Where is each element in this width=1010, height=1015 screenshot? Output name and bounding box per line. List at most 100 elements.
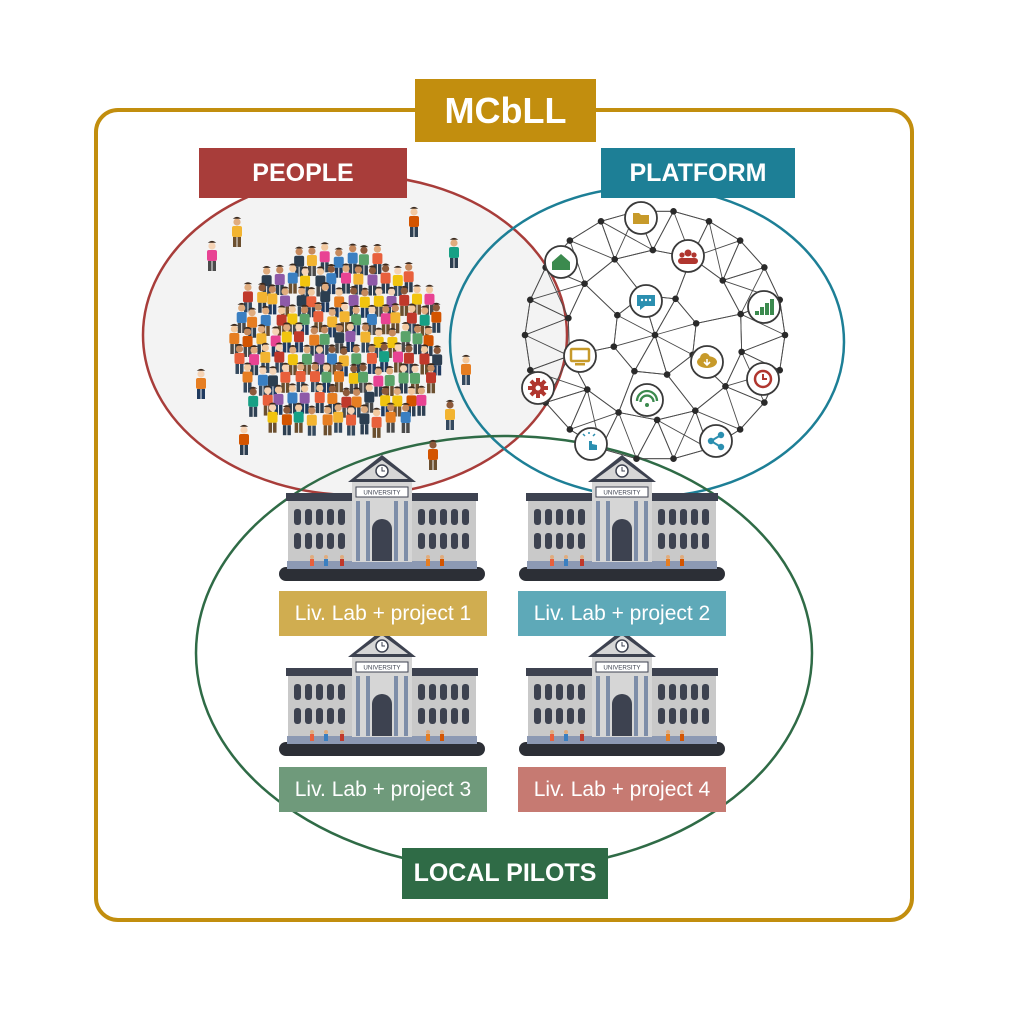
person-figure <box>334 323 345 354</box>
person-figure <box>287 383 298 414</box>
university-building: UNIVERSITY <box>519 455 725 581</box>
gear-icon <box>521 371 555 405</box>
person-figure <box>359 404 370 435</box>
person-figure <box>242 326 253 357</box>
people-label: PEOPLE <box>199 148 407 198</box>
platform-label: PLATFORM <box>601 148 795 198</box>
university-sign-text: UNIVERSITY <box>603 490 640 497</box>
group-icon <box>671 239 705 273</box>
person-figure <box>399 285 410 316</box>
person-figure <box>432 345 443 376</box>
person-figure <box>366 343 377 374</box>
person-figure <box>431 302 442 333</box>
person-figure <box>293 322 304 353</box>
person-figure <box>346 405 357 436</box>
people-crowd <box>196 206 471 470</box>
clock-icon <box>746 362 780 396</box>
folder-icon <box>624 201 658 235</box>
person-figure <box>260 342 271 373</box>
person-figure <box>351 387 362 418</box>
home-icon <box>544 245 578 279</box>
person-figure <box>306 405 317 436</box>
person-figure <box>322 405 333 436</box>
university-sign-text: UNIVERSITY <box>363 665 400 672</box>
person-figure <box>249 345 260 376</box>
person-figure <box>379 342 390 373</box>
person-figure <box>341 387 352 418</box>
person-figure <box>392 265 403 296</box>
person-figure <box>314 382 325 414</box>
person-figure <box>234 343 245 374</box>
person-figure <box>207 240 217 271</box>
frame-title: MCbLL <box>415 79 596 142</box>
person-figure <box>406 386 417 417</box>
person-figure <box>385 402 396 433</box>
person-figure <box>281 322 292 353</box>
person-figure <box>398 363 409 394</box>
person-figure <box>400 402 411 434</box>
chat-icon <box>629 284 663 318</box>
touch-icon <box>574 427 608 461</box>
university-building: UNIVERSITY <box>279 455 485 581</box>
university-building: UNIVERSITY <box>519 630 725 756</box>
project-1-label: Liv. Lab + project 1 <box>279 591 487 636</box>
person-figure <box>299 383 310 414</box>
person-figure <box>333 362 344 393</box>
project-4-label: Liv. Lab + project 4 <box>518 767 726 812</box>
person-figure <box>392 386 403 417</box>
person-figure <box>367 265 378 296</box>
person-figure <box>333 247 344 278</box>
person-figure <box>260 305 271 336</box>
cloud-download-icon <box>690 345 724 379</box>
person-figure <box>428 439 438 470</box>
person-figure <box>296 286 307 317</box>
person-figure <box>416 385 427 416</box>
platform-icons <box>521 201 781 461</box>
person-figure <box>340 263 351 294</box>
share-icon <box>699 424 733 458</box>
person-figure <box>358 362 369 393</box>
local-pilots-label: LOCAL PILOTS <box>402 848 608 899</box>
person-figure <box>236 302 247 334</box>
person-figure <box>387 327 398 358</box>
person-figure <box>426 363 437 394</box>
person-figure <box>280 362 291 393</box>
project-3-label: Liv. Lab + project 3 <box>279 767 487 812</box>
person-figure <box>299 304 310 335</box>
university-buildings: UNIVERSITY UNIVERSITY UNIVERSITY UNIVERSITY <box>279 455 725 756</box>
person-figure <box>351 305 362 336</box>
person-figure <box>196 368 206 399</box>
person-figure <box>373 286 384 317</box>
person-figure <box>345 321 356 353</box>
person-figure <box>412 324 423 355</box>
person-figure <box>326 344 337 375</box>
person-figure <box>320 282 331 313</box>
person-figure <box>232 216 242 247</box>
university-building: UNIVERSITY <box>279 630 485 756</box>
university-sign-text: UNIVERSITY <box>363 490 400 497</box>
person-figure <box>461 354 471 385</box>
wifi-icon <box>630 383 664 417</box>
person-figure <box>281 405 292 436</box>
person-figure <box>366 304 377 335</box>
person-figure <box>273 384 284 415</box>
person-figure <box>287 304 298 335</box>
project-2-label: Liv. Lab + project 2 <box>518 591 726 636</box>
person-figure <box>287 344 298 376</box>
person-figure <box>262 385 273 416</box>
person-figure <box>248 386 259 417</box>
person-figure <box>267 402 278 433</box>
person-figure <box>359 287 370 318</box>
person-figure <box>239 424 249 455</box>
university-sign-text: UNIVERSITY <box>603 665 640 672</box>
person-figure <box>327 307 338 338</box>
person-figure <box>380 386 391 417</box>
person-figure <box>301 344 312 375</box>
person-figure <box>276 305 287 336</box>
person-figure <box>267 284 278 315</box>
person-figure <box>293 402 304 433</box>
person-figure <box>360 322 371 353</box>
person-figure <box>326 264 337 295</box>
